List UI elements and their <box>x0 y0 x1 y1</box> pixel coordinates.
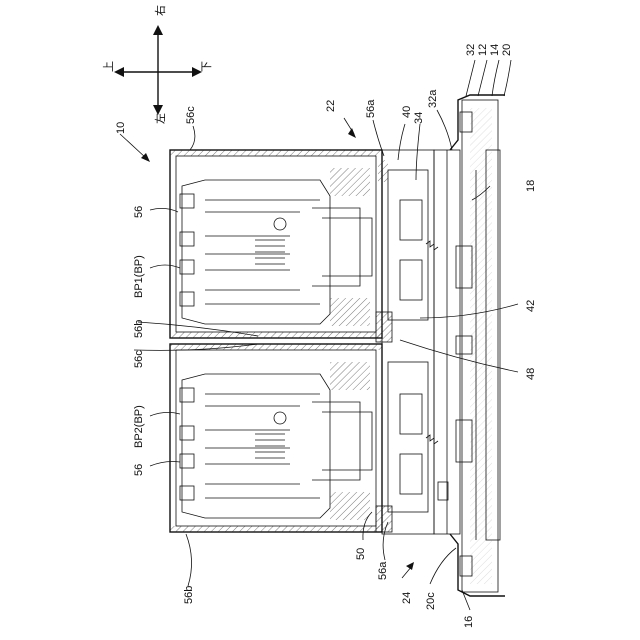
label-32a: 32a <box>427 89 439 108</box>
housing-lower <box>170 344 382 532</box>
label-20: 20 <box>501 44 513 56</box>
housing-upper <box>170 150 382 338</box>
label-56-upper: 56 <box>133 206 145 218</box>
label-56a-lower: 56a <box>377 561 389 580</box>
label-14: 14 <box>489 44 501 56</box>
label-40: 40 <box>401 106 413 118</box>
label-42: 42 <box>525 300 537 312</box>
direction-compass: 上 下 右 左 <box>102 5 213 124</box>
label-56b-mid: 56b <box>133 320 145 338</box>
dir-left-label: 左 <box>154 113 167 124</box>
label-56c-mid: 56c <box>133 350 145 368</box>
label-48: 48 <box>525 368 537 380</box>
label-34: 34 <box>413 112 425 124</box>
label-22: 22 <box>325 100 337 112</box>
label-12: 12 <box>477 44 489 56</box>
circuit-board-assembly <box>376 95 505 596</box>
label-20c: 20c <box>425 592 437 610</box>
label-56-lower: 56 <box>133 464 145 476</box>
label-bp2: BP2(BP) <box>133 405 145 448</box>
label-32: 32 <box>465 44 477 56</box>
label-10: 10 <box>115 122 127 134</box>
label-bp1: BP1(BP) <box>133 255 145 298</box>
dir-down-label: 下 <box>200 61 213 72</box>
label-56a-upper: 56a <box>365 99 377 118</box>
label-56b-bottom: 56b <box>183 586 195 604</box>
label-56c-top: 56c <box>185 106 197 124</box>
label-50: 50 <box>355 548 367 560</box>
label-18: 18 <box>525 180 537 192</box>
label-16: 16 <box>463 616 475 628</box>
dir-up-label: 上 <box>102 61 115 72</box>
label-24: 24 <box>401 592 413 604</box>
dir-right-label: 右 <box>153 5 167 16</box>
